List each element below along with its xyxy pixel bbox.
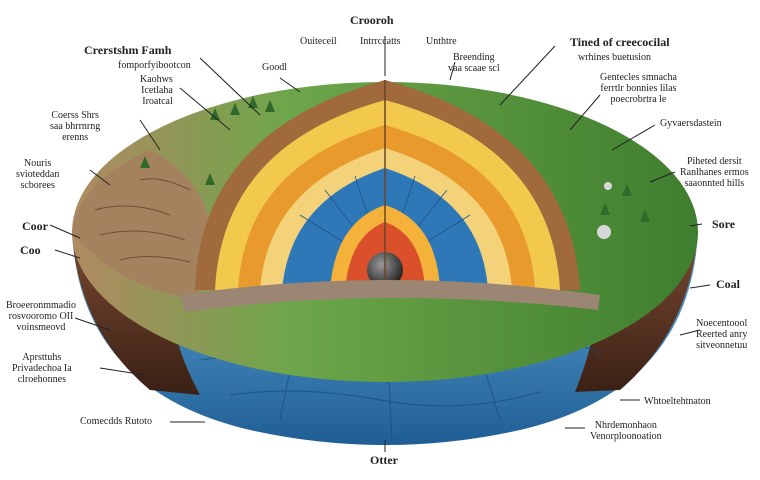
layer-cutaway <box>195 80 580 290</box>
label-sore: Sore <box>712 217 736 231</box>
label-bottom-right: Nhrdemonhaon Venorploonoation <box>590 420 662 442</box>
label-top-center-sub2: Intrrccatts <box>360 36 401 47</box>
label-nouris: Nouris svioteddan scborees <box>16 158 60 191</box>
rocky-shelf <box>180 280 600 312</box>
label-top-center-sub1: Ouiteceil <box>300 36 337 47</box>
label-left-low: Aprsttuhs Privadechoa Ia clroehonnes <box>12 352 72 385</box>
label-top-right-sub: wrhines buetusion <box>578 52 652 63</box>
label-right-e: Whtoeltehtnaton <box>644 396 711 407</box>
boulder <box>597 225 611 239</box>
label-top-center: Crooroh <box>350 13 394 27</box>
label-coal: Coal <box>716 277 740 291</box>
label-right-d: Noecentoool Reerted anry sitveonnetuu <box>696 318 748 351</box>
label-left-mid: Broeeronmmadio rosvooromo OII voinsmeovd <box>6 300 76 333</box>
label-top-center-sub3: Unthtre <box>426 36 457 47</box>
boulder <box>604 182 612 190</box>
leader-lines <box>49 36 711 452</box>
label-coerss: Coerss Shrs saa bhrrnrng erenns <box>50 110 101 143</box>
label-breending: Breending vaa scaae scl <box>448 52 500 74</box>
trees <box>140 96 650 222</box>
label-bottom-left: Comecdds Rutoto <box>80 416 152 427</box>
label-coo: Coo <box>20 243 41 257</box>
label-top-left-title: Crerstshm Famh <box>84 43 172 57</box>
label-right-b: Gyvaersdastein <box>660 118 722 129</box>
label-right-c: Piheted dersit Ranlhanes ermos saaonnted… <box>680 156 749 189</box>
label-right-a: Gentecles smnacha ferrtlr bonnies lilas … <box>600 72 677 105</box>
label-core: Coor <box>22 219 48 233</box>
label-top-left-sub: fomporfyibootcon <box>118 60 191 71</box>
label-goodl: Goodl <box>262 62 287 73</box>
left-terrain <box>72 150 210 300</box>
label-bottom-center: Otter <box>370 453 398 467</box>
label-kaohws: Kaohws Icetlaha Iroatcal <box>140 74 173 107</box>
label-top-right-title: Tined of creecocilal <box>570 35 670 49</box>
terrain-ridges <box>94 178 191 263</box>
